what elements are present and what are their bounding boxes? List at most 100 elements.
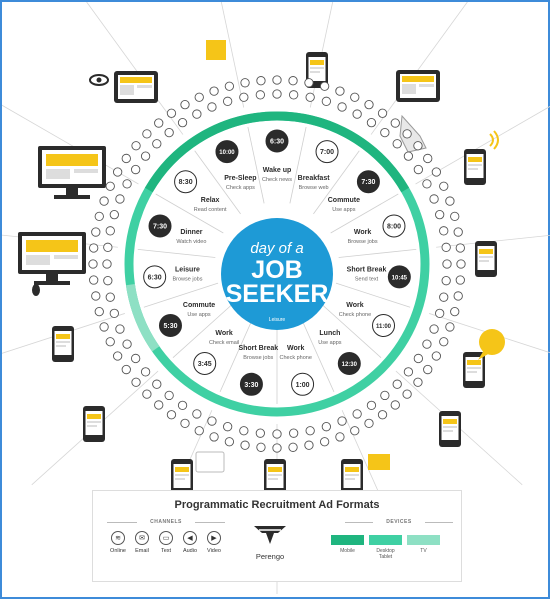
- center-title-job: JOB: [251, 256, 302, 284]
- channel-dot-icon: [177, 118, 188, 128]
- channel-dot-icon: [207, 102, 217, 112]
- channel-dot-icon: [240, 78, 250, 88]
- channel-dot-icon: [105, 181, 115, 191]
- activity-detail: Browse web: [299, 185, 329, 191]
- time-badge: [174, 170, 198, 194]
- channel-dot-icon: [392, 379, 402, 389]
- channel-dot-icon: [305, 92, 315, 102]
- channel-dot-icon: [99, 196, 109, 206]
- channel-dot-icon: [435, 210, 445, 220]
- device-arcs: [124, 111, 430, 417]
- note-icon: [206, 40, 226, 60]
- time-badge: [291, 372, 315, 396]
- time-badge: [158, 314, 182, 337]
- divider: [107, 522, 137, 523]
- channel-label: Text: [160, 548, 172, 554]
- channel-dot-icon: [140, 151, 151, 161]
- channel-dot-icon: [445, 196, 455, 206]
- channel-dot-icon: [402, 389, 412, 399]
- channel-dot-icon: [304, 440, 314, 450]
- channel-dot-icon: [180, 418, 190, 428]
- channel-dot-icon: [441, 242, 451, 252]
- wifi-icon: ≋: [111, 531, 125, 545]
- time-label: 10:00: [219, 150, 235, 156]
- channel-dot-icon: [456, 259, 466, 269]
- channel-dot-icon: [91, 291, 101, 301]
- time-badge: [143, 265, 167, 289]
- center-subtitle: day of a: [250, 240, 303, 257]
- channel-dot-icon: [366, 118, 377, 128]
- channel-dot-icon: [337, 416, 347, 426]
- channel-dot-icon: [194, 92, 204, 102]
- divider: [425, 522, 453, 523]
- channel-dot-icon: [439, 181, 449, 191]
- channel-dot-icon: [380, 127, 390, 138]
- channel-dot-icon: [91, 227, 101, 237]
- time-badge: [356, 170, 380, 194]
- device-mobile: Mobile: [331, 535, 364, 554]
- channel-dot-icon: [121, 364, 131, 375]
- channel-dot-icon: [224, 437, 235, 447]
- activity-label: Short Break: [347, 266, 387, 273]
- time-badge: [148, 214, 172, 238]
- audio-icon: ◀: [183, 531, 197, 545]
- channel-dot-icon: [102, 259, 112, 269]
- channel-dot-icon: [439, 337, 449, 347]
- channel-dot-icon: [321, 422, 331, 432]
- channel-dot-icon: [272, 429, 282, 439]
- time-badge: [193, 352, 217, 376]
- channel-dot-icon: [403, 151, 414, 161]
- channel-dot-icon: [131, 141, 141, 151]
- time-label: 1:00: [296, 382, 310, 389]
- channel-dot-icon: [352, 409, 362, 419]
- divider-line: [313, 150, 360, 215]
- channel-dot-icon: [115, 194, 125, 204]
- activity-label: Relax: [201, 197, 220, 204]
- phone-device-icon: [464, 149, 486, 185]
- activity-label: Commute: [183, 302, 215, 309]
- desktop-swatch: [369, 535, 402, 545]
- channel-dot-icon: [94, 211, 104, 222]
- channel-dot-icon: [140, 367, 151, 377]
- channel-dot-icon: [429, 194, 439, 204]
- spoke-line: [2, 313, 125, 354]
- video-icon: ▶: [207, 531, 221, 545]
- time-label: 3:45: [198, 361, 212, 368]
- channel-dot-icon: [289, 90, 299, 100]
- center-circle: [221, 218, 333, 330]
- mouse-icon: [32, 284, 40, 296]
- channel-dot-icon: [142, 129, 152, 139]
- phone-device-icon: [83, 406, 105, 442]
- activity-label: Commute: [328, 197, 360, 204]
- activity-detail: Check phone: [280, 355, 312, 361]
- channel-dot-icon: [209, 432, 219, 442]
- channel-dot-icon: [164, 127, 174, 138]
- channel-dot-icon: [413, 353, 423, 364]
- divider: [345, 522, 373, 523]
- legend-title: Programmatic Recruitment Ad Formats: [174, 499, 380, 511]
- channel-dot-icon: [223, 422, 233, 432]
- channel-dot-icon: [321, 96, 331, 106]
- channel-dot-icon: [422, 339, 432, 349]
- channel-dot-icon: [305, 426, 315, 436]
- activity-label: Wake up: [263, 167, 292, 174]
- channel-dot-icon: [442, 259, 452, 269]
- phone-device-icon: [475, 241, 497, 277]
- activity-detail: Use apps: [332, 207, 355, 213]
- divider-line: [338, 248, 417, 258]
- divider-line: [194, 150, 241, 215]
- channel-dot-icon: [288, 442, 298, 452]
- channel-dot-icon: [450, 211, 460, 222]
- channel-dot-icon: [364, 418, 374, 428]
- channel-dot-icon: [272, 75, 282, 85]
- channel-dot-icon: [289, 428, 299, 438]
- activity-detail: Use apps: [318, 340, 341, 346]
- channel-dot-icon: [154, 400, 164, 410]
- channel-dot-icon: [377, 410, 388, 420]
- channel-dot-icon: [439, 292, 449, 302]
